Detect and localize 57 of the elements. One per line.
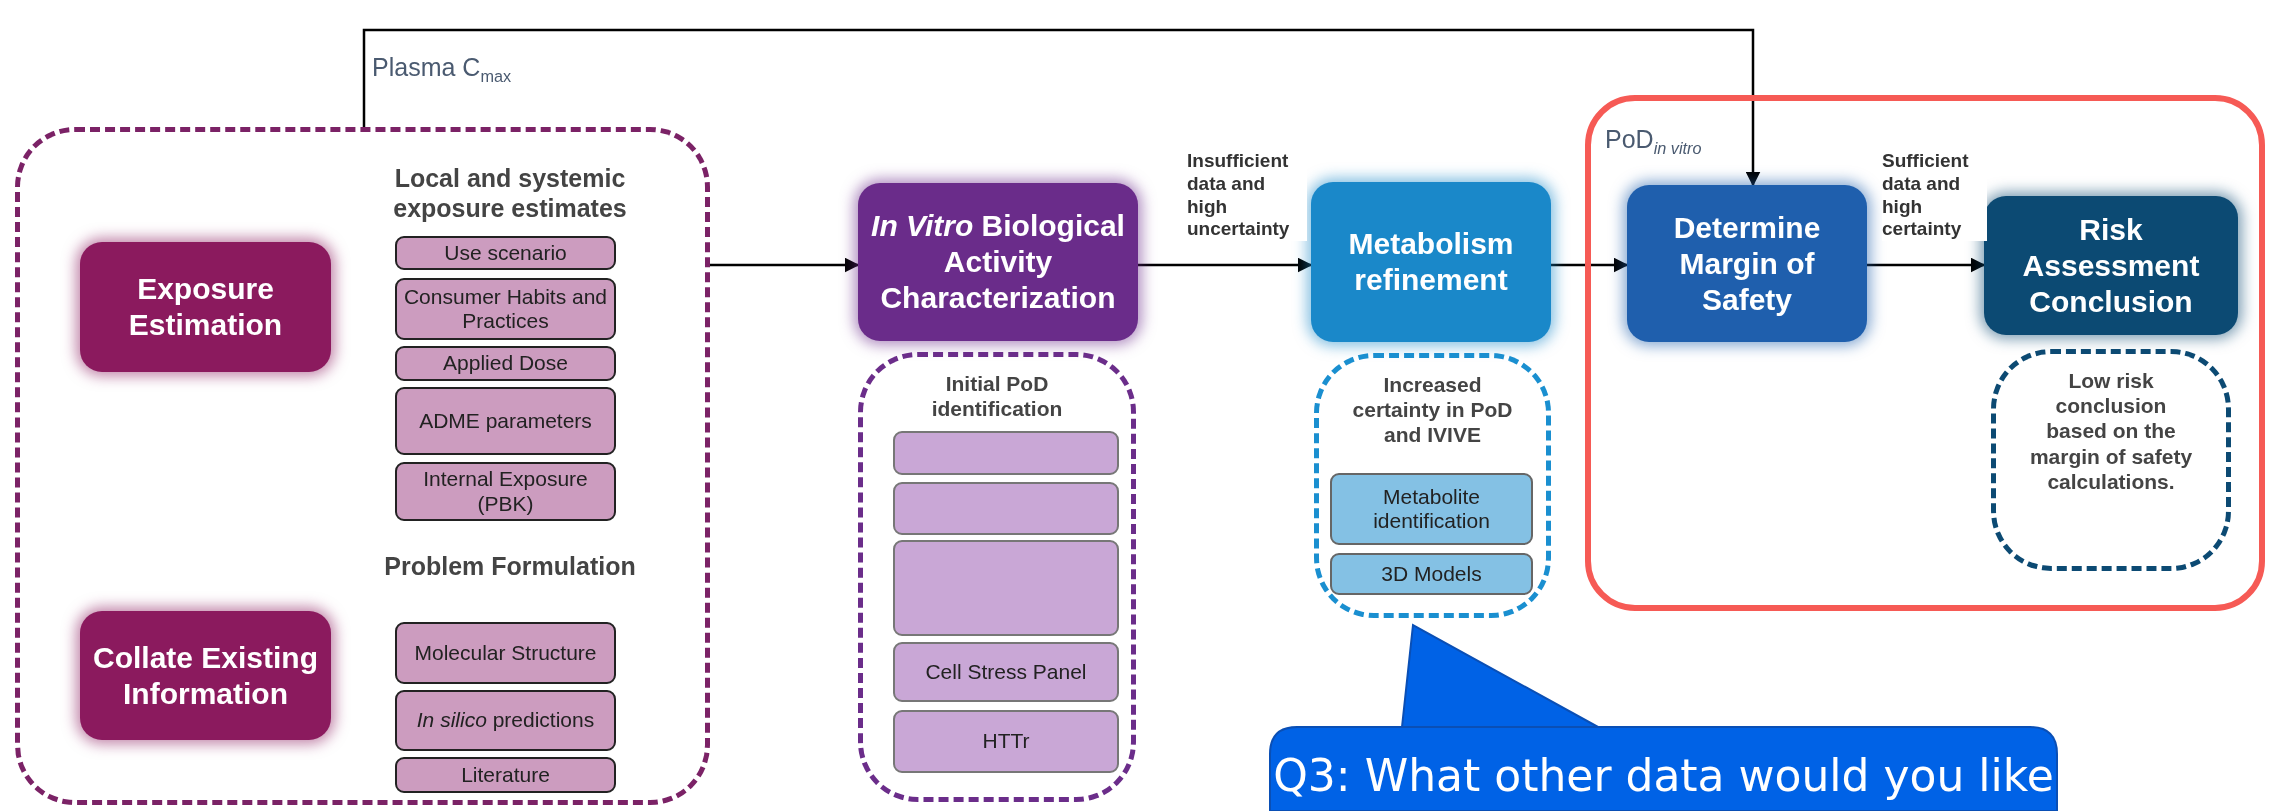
dashed-group-frame [15,127,710,805]
item-box [1330,473,1533,545]
arrow [710,257,860,273]
item-label: Metabolite identification [1372,484,1491,534]
group-heading: Increased certainty in PoD and IVIVE [1351,372,1514,448]
question-text: Q3: What other data would you like [1273,750,2054,801]
dashed-group-frame [858,352,1136,802]
item-box [893,482,1119,535]
item-label: 3D Models [1381,561,1482,587]
process-box [80,242,331,372]
process-box [858,183,1138,341]
item-box [395,278,616,340]
item-label: Literature [461,762,550,788]
item-label: Applied Dose [443,351,568,376]
group-heading: Initial PoD identification [930,371,1064,422]
arrow [1138,257,1313,273]
item-box [1330,553,1533,595]
item-label: ADME parameters [419,408,592,434]
process-box [1627,185,1867,342]
item-label: HTTr [982,729,1030,754]
highlight-frame [1585,95,2265,611]
process-box [80,611,331,740]
item-box [395,346,616,381]
group-heading: Low risk conclusion based on the margin of safety calculations. [2028,368,2194,494]
step-title: Collate Existing Information [91,639,319,712]
item-box [395,622,616,684]
item-box [395,236,616,270]
step-title: Determine Margin of Safety [1672,209,1822,318]
item-box [893,710,1119,773]
item-label: Cell Stress Panel [925,659,1087,685]
process-box [1311,182,1551,342]
arrow [362,28,1761,187]
item-box [395,757,616,793]
dashed-group-frame [1314,353,1551,618]
section-heading: Local and systemic exposure estimates [392,163,628,223]
item-label: Molecular Structure [414,640,597,666]
item-label: Consumer Habits and Practices [402,284,609,334]
item-box [395,690,616,751]
item-box [893,642,1119,702]
item-box [893,431,1119,475]
item-label: Use scenario [444,240,567,266]
step-title: Risk Assessment Conclusion [2021,211,2201,320]
speech-bubble [1267,622,2060,811]
item-box [395,387,616,455]
item-label: In silico predictions [416,708,595,733]
process-box [1984,196,2238,335]
arrow [1867,257,1986,273]
input-label: PoD$_{in vitro}$ [1605,125,1702,158]
section-heading: Problem Formulation [383,551,637,581]
item-box [893,540,1119,636]
item-label: Internal Exposure (PBK) [422,467,589,516]
step-title: Metabolism refinement [1347,226,1515,298]
dashed-group-frame [1991,349,2231,571]
arrow [1551,257,1629,273]
step-title: In Vitro Biological Activity Characterization [870,208,1126,316]
step-title: Exposure Estimation [127,271,284,343]
item-box [395,462,616,521]
